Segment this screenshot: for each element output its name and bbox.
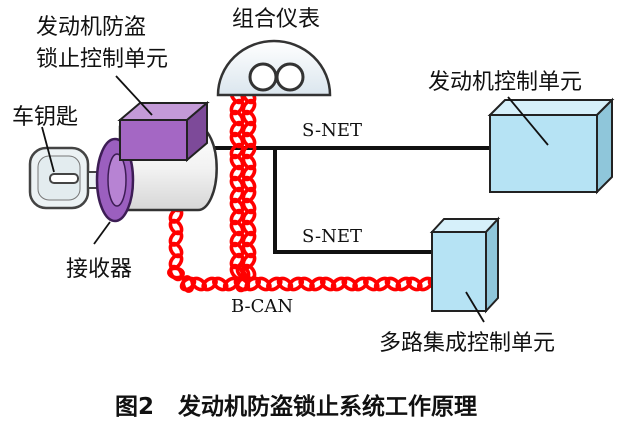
b-can-cluster-join — [235, 263, 251, 293]
figure-caption: 发动机防盗锁止系统工作原理 — [177, 393, 477, 420]
multiplex-control-unit — [429, 216, 501, 314]
engine-ecu-box-side — [596, 97, 613, 195]
b-can-cluster-left-strand — [229, 87, 245, 281]
leader-receiver — [93, 221, 111, 245]
key-chip-icon — [49, 173, 79, 184]
instrument-cluster — [216, 39, 332, 97]
receiver-label: 接收器 — [66, 257, 132, 282]
b-can-label: B-CAN — [231, 296, 293, 317]
leader-mux-ecu — [465, 291, 485, 323]
engine-control-unit — [487, 97, 615, 195]
b-can-bottom-run — [179, 276, 445, 292]
leader-lines — [41, 75, 549, 323]
immobilizer-label-line2: 锁止控制单元 — [36, 47, 168, 72]
engine-ecu-box-top — [487, 99, 615, 116]
gauge-right-icon — [275, 62, 305, 92]
instrument-cluster-label: 组合仪表 — [232, 7, 320, 32]
b-can-cluster-right-strand — [241, 87, 257, 281]
leader-key — [41, 126, 55, 173]
engine-ecu-box-front — [489, 114, 598, 193]
key-label: 车钥匙 — [12, 105, 78, 130]
figure-number: 图2 — [115, 394, 154, 420]
leader-engine-ecu — [507, 96, 549, 146]
gauge-left-icon — [248, 62, 278, 92]
immobilizer-label-line1: 发动机防盗 — [36, 15, 146, 40]
s-net-label-top: S-NET — [302, 120, 362, 141]
mux-box-front — [431, 231, 487, 312]
can-link — [235, 275, 251, 293]
engine-ecu-label: 发动机控制单元 — [428, 70, 582, 95]
immobilizer-control-unit — [117, 100, 210, 163]
mux-box-side — [485, 216, 499, 314]
car-key-icon — [28, 146, 116, 210]
leader-immobilizer — [115, 75, 153, 116]
receiver-ring-inner — [107, 153, 127, 207]
mux-ecu-label: 多路集成控制单元 — [379, 331, 555, 356]
can-link — [167, 266, 185, 280]
immobilizer-box-front — [119, 119, 188, 161]
s-net-label-bottom: S-NET — [302, 226, 362, 247]
